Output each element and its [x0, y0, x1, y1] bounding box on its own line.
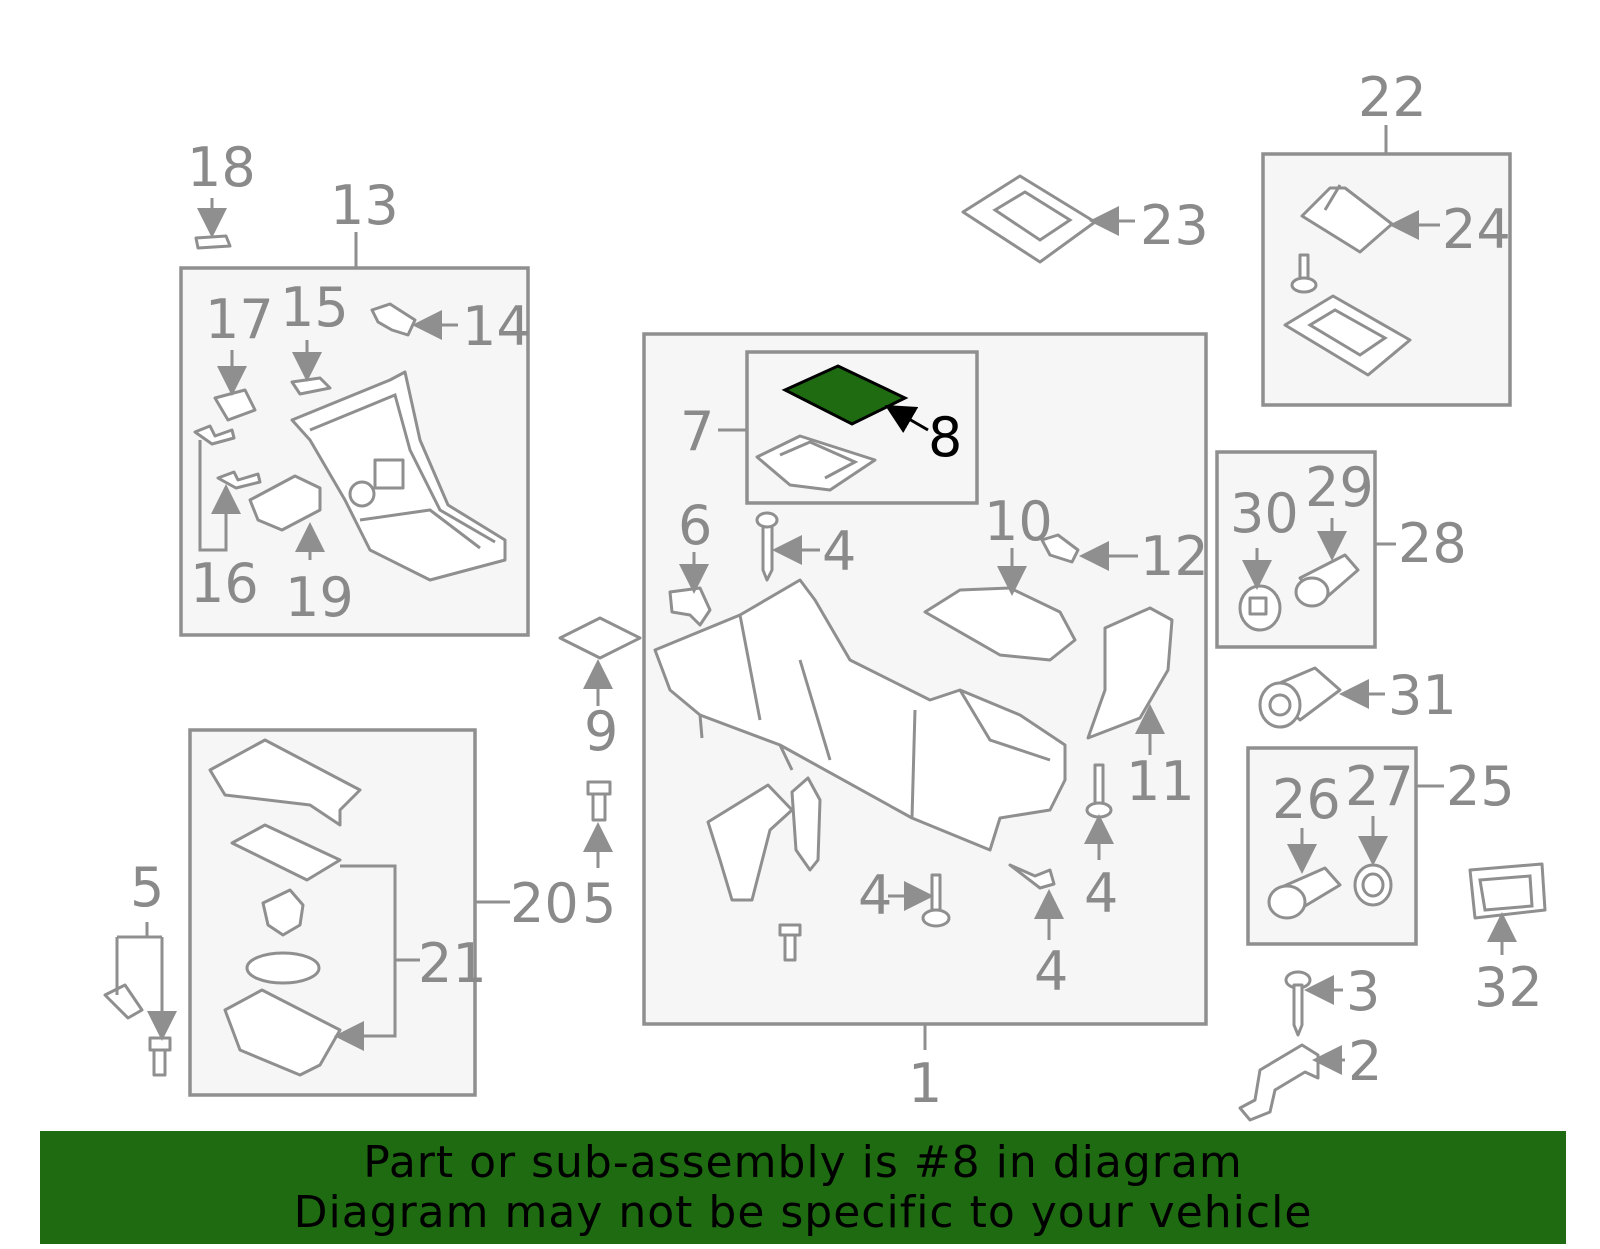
callout-17: 17	[205, 288, 274, 351]
bin-part-20	[223, 988, 342, 1077]
tray-part-7	[755, 434, 877, 492]
callout-31: 31	[1388, 664, 1457, 727]
callout-5b: 5	[582, 872, 616, 935]
leader-5a	[115, 922, 162, 1035]
bolt-part-5b	[148, 1036, 172, 1077]
leader-21	[340, 864, 420, 1036]
bracket-part-14	[370, 302, 417, 337]
callout-27: 27	[1345, 755, 1414, 818]
screw-part-4c	[1008, 863, 1056, 890]
callout-22: 22	[1358, 66, 1427, 129]
clip-part-18	[194, 234, 232, 250]
screw-part-16a	[193, 424, 236, 446]
callout-4b: 4	[1084, 862, 1118, 925]
callout-24: 24	[1442, 198, 1511, 261]
callout-20: 20	[510, 872, 579, 935]
armrest-part-10	[923, 586, 1077, 662]
callout-5a: 5	[130, 856, 164, 919]
callout-12: 12	[1140, 525, 1209, 588]
bolt-part-small	[778, 923, 802, 962]
module-part-32	[1468, 862, 1547, 920]
support-bracket-part	[706, 776, 822, 902]
bezel-part-22	[1283, 294, 1412, 377]
callout-4a: 4	[822, 520, 856, 583]
socket-part-29	[1294, 553, 1360, 608]
cup-part-20	[245, 951, 321, 985]
screw-part-4a	[755, 511, 779, 582]
callout-14: 14	[462, 295, 531, 358]
screw-part-22	[1290, 253, 1318, 294]
callout-18: 18	[187, 136, 256, 199]
pocket-part-19	[248, 474, 322, 532]
callout-29: 29	[1305, 456, 1374, 519]
callout-23: 23	[1140, 194, 1209, 257]
pad-part-9	[558, 616, 642, 660]
ring-part-27	[1353, 863, 1393, 907]
socket-part-31	[1258, 666, 1342, 729]
callout-11: 11	[1126, 750, 1195, 813]
callout-26: 26	[1272, 768, 1341, 831]
info-banner: Part or sub-assembly is #8 in diagram Di…	[40, 1131, 1566, 1244]
console-bezel-part	[290, 370, 507, 582]
callout-2: 2	[1348, 1030, 1382, 1093]
trim-panel-part-11	[1086, 606, 1174, 740]
callout-16: 16	[190, 552, 259, 615]
screw-part-3	[1284, 970, 1312, 1037]
callout-21: 21	[418, 932, 487, 995]
bolt-part-5a	[103, 983, 144, 1020]
callout-4c: 4	[1034, 940, 1068, 1003]
callout-1: 1	[908, 1052, 942, 1115]
callout-25: 25	[1446, 755, 1515, 818]
banner-line-2: Diagram may not be specific to your vehi…	[293, 1186, 1313, 1238]
leader-8	[884, 404, 929, 434]
callout-30: 30	[1230, 482, 1299, 545]
leader-16	[200, 440, 226, 552]
callout-3: 3	[1346, 960, 1380, 1023]
bolt-part-5	[586, 780, 612, 822]
tray-top-part	[208, 738, 362, 827]
banner-line-1: Part or sub-assembly is #8 in diagram	[363, 1136, 1243, 1188]
socket-part-26	[1267, 866, 1342, 920]
center-console-part	[653, 578, 1067, 852]
callout-28: 28	[1398, 512, 1467, 575]
callout-19: 19	[285, 566, 354, 629]
callout-8: 8	[928, 406, 962, 469]
bracket-part-20	[261, 888, 305, 937]
callout-6: 6	[678, 494, 712, 557]
callout-13: 13	[330, 174, 399, 237]
callout-10: 10	[984, 490, 1053, 553]
callout-15: 15	[280, 276, 349, 339]
bezel-part-23	[961, 174, 1097, 264]
mat-part	[230, 823, 342, 882]
boot-part-24	[1300, 184, 1394, 254]
mat-part-8-highlighted	[781, 364, 909, 426]
callout-7: 7	[680, 400, 714, 463]
socket-part-30	[1238, 584, 1282, 632]
screw-part-4b	[1085, 763, 1113, 819]
callout-32: 32	[1474, 956, 1543, 1019]
callout-4d: 4	[858, 864, 892, 927]
callout-9: 9	[584, 700, 618, 763]
bracket-part-12	[1040, 533, 1080, 564]
bracket-part-2	[1238, 1043, 1320, 1122]
